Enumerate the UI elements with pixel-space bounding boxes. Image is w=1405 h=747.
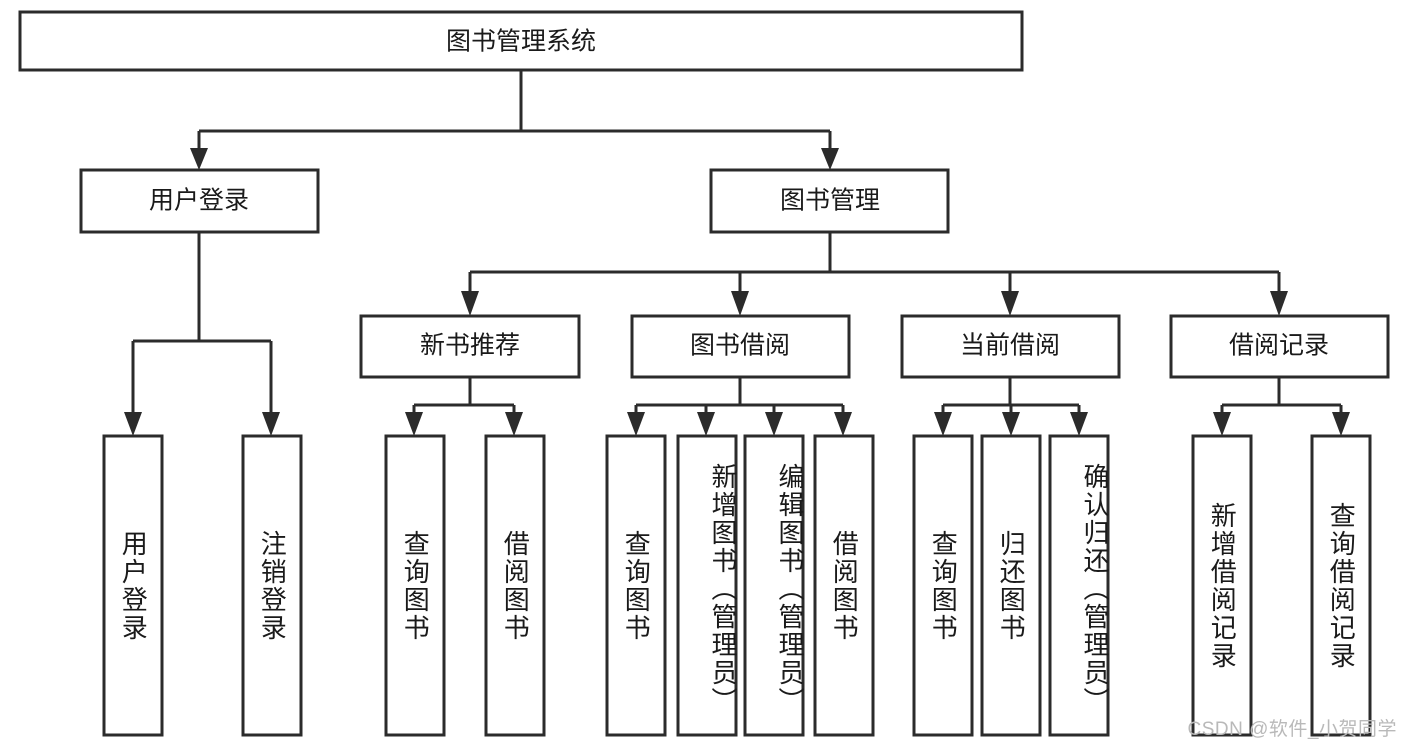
arrow-leaf-rec2: [1332, 412, 1350, 436]
leaf-box-return-book[interactable]: [980, 434, 1042, 737]
arrow-leaf-cb1: [934, 412, 952, 436]
connector-group-records: [1213, 377, 1350, 436]
leaf-box-query-book-2[interactable]: [605, 434, 667, 737]
arrow-to-book-manage: [821, 148, 839, 170]
arrow-to-records: [1270, 291, 1288, 316]
leaf-box-borrow-book-2[interactable]: [813, 434, 875, 737]
leaf-box-logout[interactable]: [241, 434, 303, 737]
connector-group-new-book: [405, 377, 523, 436]
leaf-box-query-book-1[interactable]: [384, 434, 446, 737]
connector-group-user-login: [124, 232, 280, 436]
connector-group-borrow: [627, 377, 852, 436]
arrow-to-current-borrow: [1001, 291, 1019, 316]
node-book-manage[interactable]: [709, 168, 950, 234]
arrow-leaf-br3: [765, 412, 783, 436]
arrow-leaf-nb1: [405, 412, 423, 436]
arrow-leaf-br4: [834, 412, 852, 436]
node-current-borrow-label: 当前借阅: [960, 332, 1060, 360]
node-borrow-records[interactable]: [1169, 314, 1390, 379]
arrow-leaf-cb2: [1002, 412, 1020, 436]
node-current-borrow[interactable]: [900, 314, 1121, 379]
arrow-leaf-user-login: [124, 412, 142, 436]
watermark-text: CSDN @软件_小贺同学: [1187, 719, 1397, 740]
node-borrow-records-label: 借阅记录: [1229, 332, 1329, 360]
arrow-leaf-cb3: [1070, 412, 1088, 436]
arrow-leaf-nb2: [505, 412, 523, 436]
leaf-box-borrow-book-1[interactable]: [484, 434, 546, 737]
node-book-manage-label: 图书管理: [780, 187, 880, 215]
node-user-login-label: 用户登录: [149, 187, 249, 215]
arrow-leaf-br1: [627, 412, 645, 436]
leaf-box-user-login[interactable]: [102, 434, 164, 737]
node-root[interactable]: [18, 10, 1024, 72]
node-book-borrow[interactable]: [630, 314, 851, 379]
leaf-box-query-book-3[interactable]: [912, 434, 974, 737]
arrow-to-new-book: [461, 291, 479, 316]
node-root-label: 图书管理系统: [446, 28, 596, 56]
arrow-to-user-login: [190, 148, 208, 170]
node-book-borrow-label: 图书借阅: [690, 332, 790, 360]
node-new-book-recommend[interactable]: [359, 314, 581, 379]
leaf-box-query-record[interactable]: [1310, 434, 1372, 737]
node-user-login[interactable]: [79, 168, 320, 234]
arrow-to-borrow: [731, 291, 749, 316]
arrow-leaf-rec1: [1213, 412, 1231, 436]
node-new-book-recommend-label: 新书推荐: [420, 332, 520, 360]
connector-group-root: [190, 70, 839, 170]
arrow-leaf-br2: [697, 412, 715, 436]
leaf-box-confirm-return[interactable]: [1048, 434, 1110, 737]
leaf-box-add-record[interactable]: [1191, 434, 1253, 737]
leaf-box-add-book[interactable]: [676, 434, 738, 737]
connector-group-book-manage: [461, 232, 1288, 316]
arrow-leaf-logout: [262, 412, 280, 436]
leaf-box-edit-book[interactable]: [743, 434, 805, 737]
connector-group-current-borrow: [934, 377, 1088, 436]
